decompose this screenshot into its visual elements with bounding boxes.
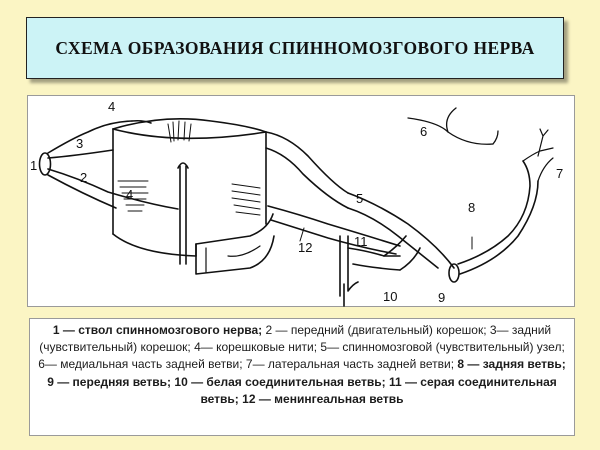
legend-item-12: 12 — менингеальная ветвь [238,391,404,406]
label-11: 11 [354,234,368,249]
legend-item-4: 4— корешковые нити; [190,340,318,355]
legend-item-1-number: 1 — [52,323,79,337]
label-6: 6 [420,124,427,139]
label-2: 2 [80,170,87,185]
legend-caption: 1 — ствол спинномозгового нерва; 2 — пер… [29,318,575,436]
spinal-cord [112,117,267,265]
legend-item-7: 7— латеральная часть задней ветви; [242,357,455,372]
legend-item-10: 10 — белая соединительная ветвь; [171,374,386,389]
label-5: 5 [356,191,363,206]
lower-block [195,213,275,275]
legend-item-2: 2 — передний (двигательный) корешок; [262,323,487,337]
label-3: 3 [76,136,83,151]
legend-item-11: 11 — серая соединительная ветвь; [200,374,557,406]
legend-item-1: ствол спинномозгового нерва; [78,323,263,337]
label-4-side: 4 [126,187,133,202]
legend-item-9: 9 — передняя ветвь; [47,374,172,389]
label-8: 8 [468,200,475,215]
diagram-figure: 1 2 3 4 4 5 6 7 8 9 10 11 12 [27,95,575,307]
legend-item-5: 5— спинномозговой (чувствительный) узел; [317,340,565,355]
main-nerve [347,107,554,283]
label-12: 12 [298,240,312,255]
page-title: СХЕМА ОБРАЗОВАНИЯ СПИННОМОЗГОВОГО НЕРВА [55,37,535,58]
communicating-rami [339,235,421,307]
label-4-top: 4 [108,99,115,114]
title-box: СХЕМА ОБРАЗОВАНИЯ СПИННОМОЗГОВОГО НЕРВА [26,17,564,79]
label-9: 9 [438,290,445,305]
label-7: 7 [556,166,563,181]
nerve-roots [38,119,401,255]
label-1: 1 [30,158,37,173]
legend-item-3: 3— задний (чувствительный) корешок; [39,323,552,355]
spinal-nerve-diagram: 1 2 3 4 4 5 6 7 8 9 10 11 12 [30,99,563,307]
legend-item-6: 6— медиальная часть задней ветви; [38,357,243,372]
label-10: 10 [383,289,397,304]
legend-item-8: 8 — задняя ветвь; [454,357,566,372]
